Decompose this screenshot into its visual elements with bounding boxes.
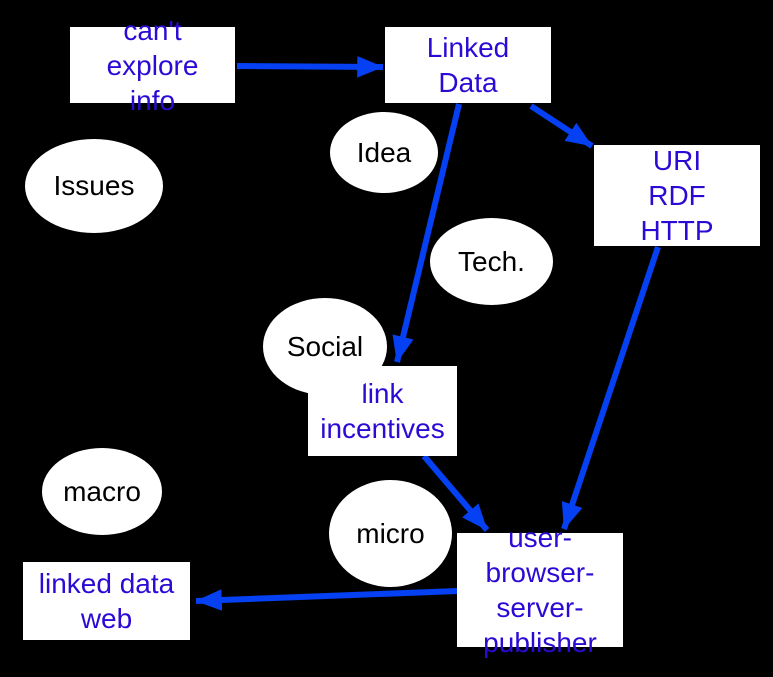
edge-user-browser-server-publisher-to-linked-data-web [195,588,459,611]
node-label: Tech. [458,245,525,277]
node-micro: micro [329,480,452,587]
node-linked-data: Linked Data [385,27,551,103]
node-label: link incentives [320,378,445,444]
node-label: micro [356,517,425,549]
node-social: Social [263,298,387,395]
edge-can-t-explore-info-to-Linked-Data [236,56,384,78]
edge-Linked-Data-to-URI-RDF-HTTP [529,103,594,149]
node-label: Linked Data [426,32,510,98]
node-label: Social [286,330,364,362]
node-cant-explore-info: can't explore info [70,15,235,116]
node-linked-data-web: linked data web [23,562,190,640]
node-user-browser-server-publisher: user- browser- server- publisher [457,522,623,658]
node-label: URI RDF HTTP [640,145,714,246]
node-label: Idea [356,136,412,168]
node-label: linked data web [38,568,175,634]
edge-URI-RDF-HTTP-to-user-browser-server-publisher [561,246,661,530]
node-label: macro [63,475,141,507]
node-tech: Tech. [430,218,553,305]
node-idea: Idea [330,112,438,193]
node-macro: macro [42,448,162,535]
node-label: Issues [53,170,135,201]
edge-Linked-Data-to-link-incentives [392,103,462,363]
node-uri-rdf-http: URI RDF HTTP [594,145,760,246]
node-label: can't explore info [106,14,199,116]
node-label: user- browser- server- publisher [483,522,597,658]
edge-link-incentives-to-user-browser-server-publisher [421,454,490,532]
node-issues: Issues [25,139,163,233]
